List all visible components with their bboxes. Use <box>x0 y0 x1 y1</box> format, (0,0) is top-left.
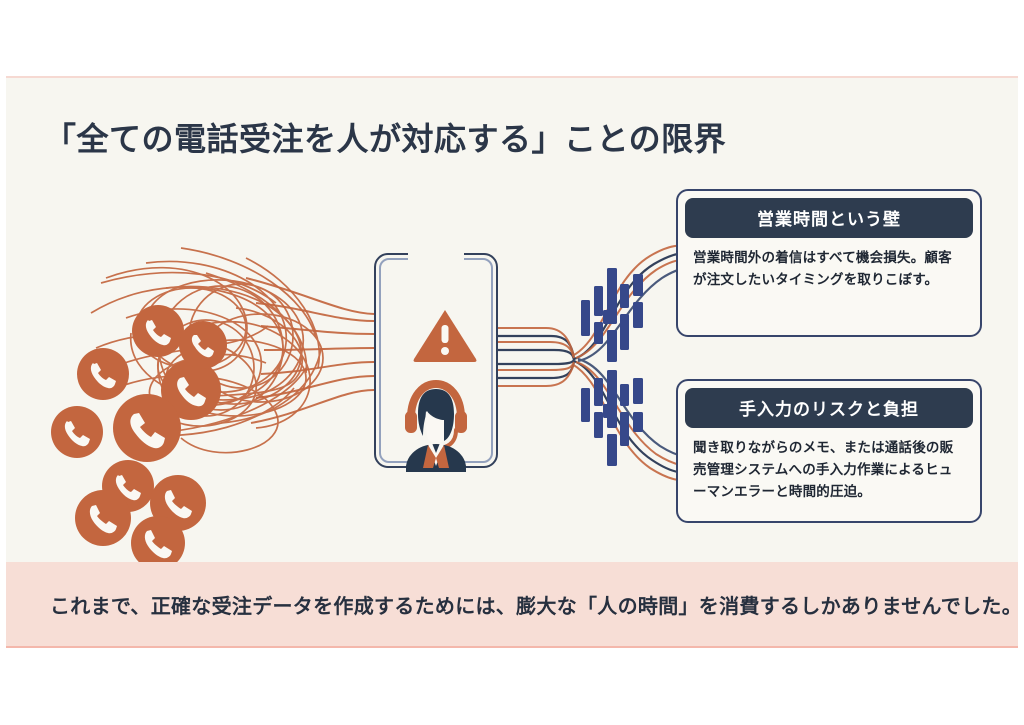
issue-card-1[interactable]: 営業時間という壁 営業時間外の着信はすべて機会損失。顧客が注文したいタイミングを… <box>676 189 982 337</box>
issue-card-2-title: 手入力のリスクと負担 <box>685 388 973 428</box>
operator-headset-icon <box>405 379 467 472</box>
frame-notch <box>408 247 464 263</box>
data-bars-lower <box>581 370 643 466</box>
summary-banner: これまで、正確な受注データを作成するためには、膨大な「人の時間」を消費するしかあ… <box>6 562 1018 646</box>
summary-banner-text: これまで、正確な受注データを作成するためには、膨大な「人の時間」を消費するしかあ… <box>50 595 1018 618</box>
phone-icon-cluster <box>51 305 227 564</box>
tangled-lines <box>90 247 324 454</box>
structured-output-lines <box>498 252 697 474</box>
presentation-slide: 「全ての電話受注を人が対応する」ことの限界 <box>6 76 1018 648</box>
issue-card-2-body: 聞き取りながらのメモ、または通話後の販売管理システムへの手入力作業によるヒューマ… <box>693 440 954 499</box>
orange-output-lines <box>498 244 691 482</box>
issue-card-2[interactable]: 手入力のリスクと負担 聞き取りながらのメモ、または通話後の販売管理システムへの手… <box>676 379 982 523</box>
tangle-to-operator-lines <box>245 277 375 424</box>
data-bars-upper <box>581 268 643 362</box>
issue-card-1-title: 営業時間という壁 <box>685 198 973 238</box>
page-title: 「全ての電話受注を人が対応する」ことの限界 <box>44 121 727 157</box>
warning-triangle-icon <box>413 310 477 362</box>
issue-card-1-body: 営業時間外の着信はすべて機会損失。顧客が注文したいタイミングを取りこぼす。 <box>693 250 952 287</box>
